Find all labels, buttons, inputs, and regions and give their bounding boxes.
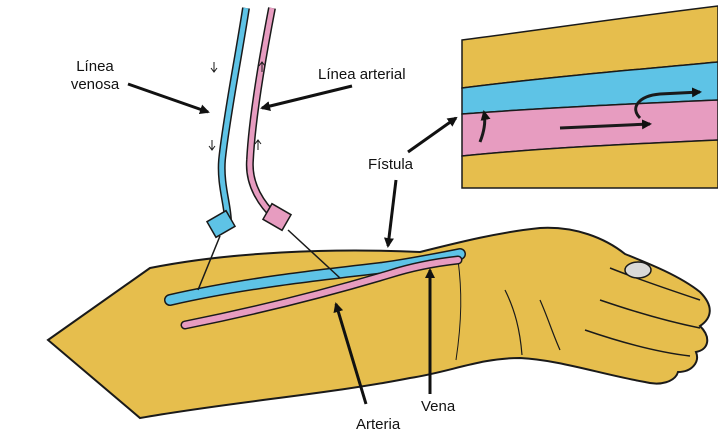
arterial-line-label: Línea arterial — [318, 66, 406, 84]
fistula-arrow — [388, 180, 396, 246]
thumbnail — [625, 262, 651, 278]
fistula-inset — [462, 0, 718, 188]
forearm-hand — [48, 228, 710, 418]
artery-label: Arteria — [356, 416, 400, 434]
inset-pointer-arrow — [408, 118, 456, 152]
arterial-line-arrow — [262, 86, 352, 108]
flow-arrow-icon — [209, 140, 215, 150]
venous-line-label: Línea venosa — [56, 58, 134, 94]
flow-arrow-icon — [211, 62, 217, 72]
vein-label: Vena — [421, 398, 455, 416]
flow-arrow-icon — [255, 140, 261, 150]
venous-line-label-line1: Línea — [56, 58, 134, 76]
venous-line-label-line2: venosa — [56, 76, 134, 94]
fistula-label: Fístula — [368, 156, 413, 174]
venous-line-arrow — [128, 84, 208, 112]
forearm-shape — [48, 228, 710, 418]
dialysis-tubing — [198, 8, 340, 290]
